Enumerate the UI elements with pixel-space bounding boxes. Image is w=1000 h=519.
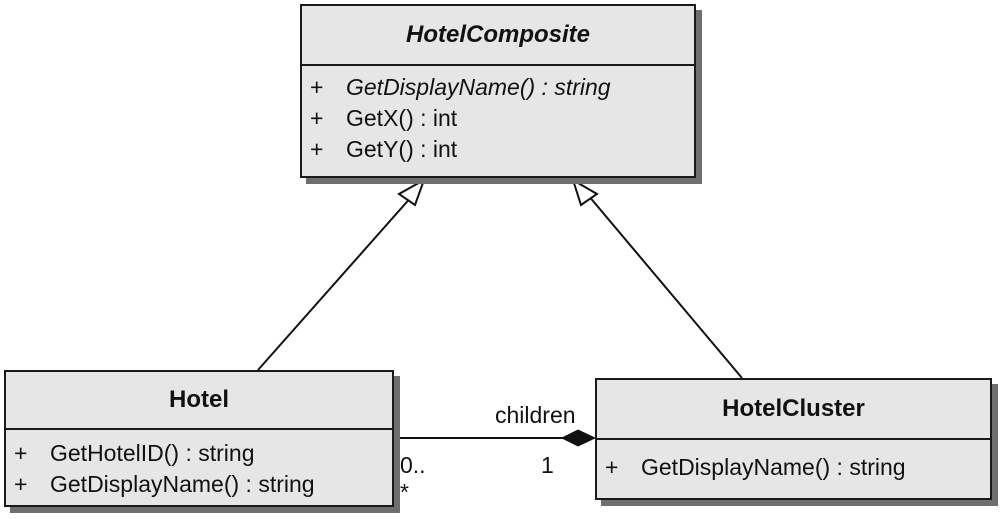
visibility: + xyxy=(14,471,28,497)
visibility: + xyxy=(310,136,324,162)
multiplicity-cluster: 1 xyxy=(541,452,554,478)
visibility: + xyxy=(605,454,619,480)
generalization-arrowhead-hotel xyxy=(397,177,426,207)
visibility: + xyxy=(310,74,324,100)
operation-signature: GetDisplayName() : string xyxy=(346,74,611,100)
operation: + GetDisplayName() : string xyxy=(6,469,392,500)
multiplicity-hotel-star: * xyxy=(400,479,409,505)
class-hotel-cluster: HotelCluster + GetDisplayName() : string xyxy=(595,378,992,500)
role-label-children: children xyxy=(495,402,576,428)
class-name: Hotel xyxy=(6,372,392,430)
composition-diamond xyxy=(560,429,597,447)
operation: + GetY() : int xyxy=(302,134,694,165)
class-hotel: Hotel + GetHotelID() : string + GetDispl… xyxy=(4,370,394,507)
operation: + GetDisplayName() : string xyxy=(302,72,694,103)
operation-signature: GetX() : int xyxy=(346,105,458,131)
operation: + GetHotelID() : string xyxy=(6,438,392,469)
operations-compartment: + GetDisplayName() : string + GetX() : i… xyxy=(302,66,694,165)
generalization-line-hotel xyxy=(257,194,414,371)
multiplicity-hotel: 0.. xyxy=(400,452,426,478)
visibility: + xyxy=(14,440,28,466)
operation: + GetDisplayName() : string xyxy=(597,452,990,483)
class-hotel-composite: HotelComposite + GetDisplayName() : stri… xyxy=(300,4,696,178)
class-name: HotelCluster xyxy=(597,380,990,440)
operations-compartment: + GetDisplayName() : string xyxy=(597,440,990,483)
visibility: + xyxy=(310,105,324,131)
class-name: HotelComposite xyxy=(302,6,694,66)
operations-compartment: + GetHotelID() : string + GetDisplayName… xyxy=(6,430,392,500)
operation: + GetX() : int xyxy=(302,103,694,134)
operation-signature: GetY() : int xyxy=(346,136,458,162)
generalization-line-cluster xyxy=(587,194,743,379)
operation-signature: GetHotelID() : string xyxy=(50,440,255,466)
operation-signature: GetDisplayName() : string xyxy=(50,471,315,497)
operation-signature: GetDisplayName() : string xyxy=(641,454,906,480)
generalization-arrowhead-cluster xyxy=(571,177,599,207)
